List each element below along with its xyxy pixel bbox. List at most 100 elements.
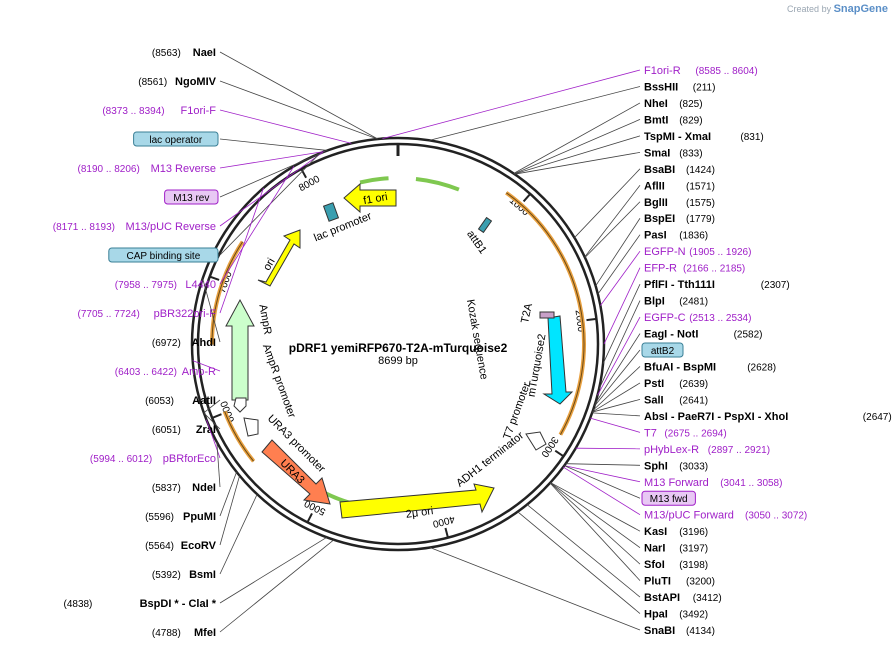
lac-operator-feature-box: lac operator — [133, 131, 219, 147]
psti-position: (2639) — [679, 379, 708, 390]
two-micron-ori-label: 2μ ori — [405, 505, 434, 521]
kasi-site: KasI(3196) — [644, 526, 708, 538]
f1ori-f-primer: F1ori-F (8373 .. 8394) — [102, 105, 216, 117]
psti-site: PstI (2639) — [644, 378, 708, 390]
aatii-site: AatII(6053) — [145, 395, 216, 407]
ndei-leader — [216, 442, 221, 488]
f1-ori-label: f1 ori — [362, 191, 388, 207]
lac-operator-box — [133, 131, 219, 147]
cap-binding-site-feature-box: CAP binding site — [108, 247, 219, 263]
ampr-label: AmpR — [256, 303, 273, 335]
t7-leader — [590, 417, 641, 433]
absi-paer7i-pspxi-xhoi-name: AbsI - PaeR7I - PspXI - XhoI — [644, 411, 788, 423]
pasi-leader — [597, 234, 641, 295]
two-micron-ori-arrow — [339, 483, 495, 519]
bstapi-name: BstAPI — [644, 592, 680, 604]
efp-r-primer: EFP-R(2166 .. 2185) — [644, 263, 745, 275]
map-length: 8699 bp — [378, 355, 418, 367]
m13-rev-leader — [219, 150, 326, 198]
egfp-n-leader — [600, 250, 641, 306]
t2a-label: T2A — [519, 302, 535, 325]
naei-site: NaeI(8563) — [152, 47, 216, 59]
bsabi-site: BsaBI(1424) — [644, 164, 715, 176]
ahdi-leader — [202, 278, 221, 343]
m13-rev-box-label: M13 rev — [173, 193, 209, 204]
f1ori-r-leader — [382, 69, 641, 139]
bspei-position: (1779) — [686, 214, 715, 225]
brand-watermark: Created by SnapGene — [787, 3, 888, 15]
hpai-leader — [517, 511, 641, 614]
pasi-position: (1836) — [679, 231, 708, 242]
bsabi-leader — [574, 168, 641, 238]
l4440-primer: L4440(7958 .. 7975) — [115, 279, 216, 291]
bglii-position: (1575) — [686, 198, 715, 209]
cap-binding-site-box — [108, 247, 219, 263]
efp-r-name: EFP-R — [644, 263, 677, 275]
f1ori-f-position: (8373 .. 8394) — [102, 106, 164, 117]
l4440-leader — [219, 165, 295, 285]
attb2-leader — [594, 349, 641, 407]
naei-name: NaeI — [193, 47, 216, 59]
pbr322ori-f-name: pBR322ori-F — [154, 308, 217, 320]
green-arc — [359, 176, 389, 185]
snabi-position: (4134) — [686, 626, 715, 637]
ura3-arrow — [261, 439, 331, 505]
bfuai-bspmi-leader — [592, 366, 641, 411]
aatii-name: AatII — [192, 395, 216, 407]
bspei-site: BspEI (1779) — [644, 213, 715, 225]
pbr322ori-f-leader — [219, 187, 264, 314]
adh1-terminator-label: ADH1 terminator — [454, 429, 526, 489]
ori-arrow — [257, 229, 301, 287]
amp-r-primer: Amp-R(6403 .. 6422) — [115, 366, 216, 378]
f1ori-f-name: F1ori-F — [181, 105, 217, 117]
psti-name: PstI — [644, 378, 664, 390]
sphi-leader — [565, 463, 641, 466]
m13-forward-name: M13 Forward — [644, 477, 709, 489]
f1-ori-arrow — [343, 182, 397, 214]
tspmi-xmai-position: (831) — [740, 132, 763, 143]
attb1-label: attB1 — [464, 228, 489, 256]
absi-paer7i-pspxi-xhoi-site: AbsI - PaeR7I - PspXI - XhoI(2647) — [644, 411, 892, 423]
blpi-site: BlpI(2481) — [644, 296, 708, 308]
bmti-leader — [513, 119, 641, 175]
ecorv-position: (5564) — [145, 541, 174, 552]
amp-r-name: Amp-R — [182, 366, 216, 378]
m13-puc-forward-position: (3050 .. 3072) — [745, 511, 807, 522]
f1ori-f-leader — [219, 109, 352, 144]
zrai-leader — [203, 412, 221, 430]
pbr322ori-f-position: (7705 .. 7724) — [78, 309, 140, 320]
f1ori-r-name: F1ori-R — [644, 65, 681, 77]
egfp-c-name: EGFP-C — [644, 312, 686, 324]
f1ori-r-primer: F1ori-R(8585 .. 8604) — [644, 65, 758, 77]
bsshii-leader — [429, 86, 641, 141]
pasi-name: PasI — [644, 230, 667, 242]
ngomiv-position: (8561) — [138, 77, 167, 88]
bspdi-clai-position: (4838) — [63, 599, 92, 610]
psti-leader — [592, 382, 641, 413]
eagi-noti-position: (2582) — [734, 330, 763, 341]
ecorv-leader — [219, 475, 240, 546]
smai-position: (833) — [679, 148, 702, 159]
m13-puc-reverse-leader — [219, 151, 324, 227]
green-arc — [415, 176, 460, 192]
ngomiv-leader — [219, 80, 378, 140]
pflfi-tth111i-site: PflFI - Tth111I(2307) — [644, 279, 790, 291]
ppumi-leader — [219, 471, 237, 517]
snabi-site: SnaBI(4134) — [644, 625, 715, 637]
nhei-position: (825) — [679, 99, 702, 110]
bfuai-bspmi-site: BfuAI - BspMI(2628) — [644, 361, 776, 373]
bfuai-bspmi-position: (2628) — [747, 362, 776, 373]
ppumi-site: PpuMI(5596) — [145, 511, 216, 523]
ndei-site: NdeI(5837) — [152, 482, 216, 494]
egfp-c-primer: EGFP-C(2513 .. 2534) — [644, 312, 751, 324]
map-title: pDRF1 yemiRFP670-T2A-mTurquoise2 — [289, 341, 508, 355]
attb1-box — [477, 216, 493, 234]
m13-puc-reverse-position: (8171 .. 8193) — [53, 222, 115, 233]
pbrforeco-position: (5994 .. 6012) — [90, 454, 152, 465]
naei-leader — [219, 51, 378, 140]
phyblex-r-position: (2897 .. 2921) — [708, 445, 770, 456]
m13-fwd-leader — [564, 465, 641, 499]
bspei-name: BspEI — [644, 213, 675, 225]
pluti-site: PluTI(3200) — [644, 576, 715, 588]
